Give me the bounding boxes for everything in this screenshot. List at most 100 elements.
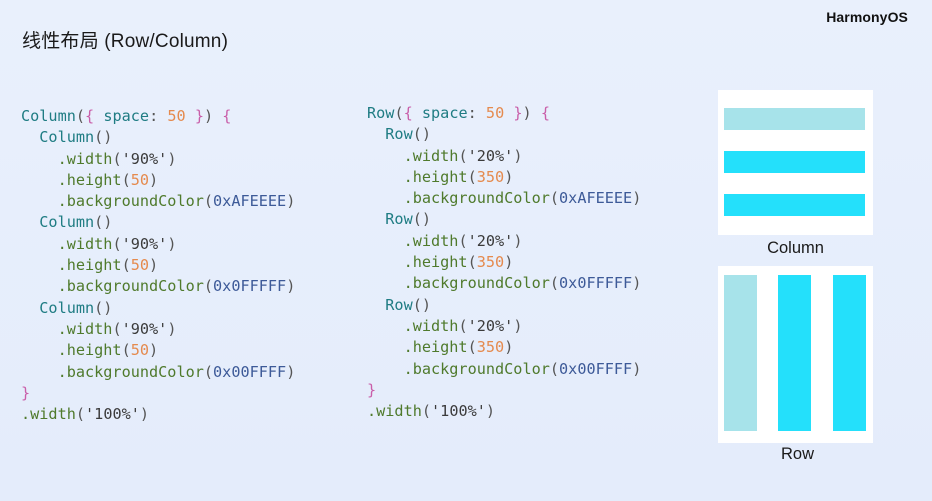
code-line: .backgroundColor(0x0FFFFF) [21, 276, 296, 297]
code-line: .width('20%') [367, 231, 641, 252]
code-token: ) [167, 149, 177, 168]
harmonyos-logo: HarmonyOS [826, 9, 908, 25]
code-token: '90%' [121, 319, 168, 338]
code-token: Row [367, 295, 413, 314]
code-token: () [412, 295, 432, 314]
code-line: .backgroundColor(0x00FFFF) [21, 362, 296, 383]
code-token: 350 [476, 253, 505, 272]
row-child-3 [833, 275, 866, 431]
code-line: .height(350) [367, 167, 641, 188]
code-token: } [21, 383, 31, 402]
code-token: 0xAFEEEE [559, 189, 633, 208]
code-token: space [412, 104, 468, 122]
column-caption: Column [767, 239, 824, 257]
code-line: Column() [21, 212, 295, 233]
code-token: Row [367, 210, 413, 229]
code-token: .width [21, 405, 76, 424]
code-line: Column({ space: 50 }) { [21, 106, 295, 127]
column-preview [718, 90, 873, 235]
row-code-block: Row({ space: 50 }) { Row() .width('20%')… [367, 103, 641, 422]
code-token: } [194, 107, 204, 125]
code-token: ( [203, 362, 214, 381]
code-token: 0x00FFFF [213, 362, 287, 381]
code-token: ) [203, 107, 214, 125]
code-token: ( [112, 319, 122, 338]
code-token: 50 [130, 256, 150, 275]
code-token [186, 107, 195, 125]
code-token: .backgroundColor [367, 189, 550, 208]
code-line: .width('90%') [21, 149, 295, 170]
code-token: .width [367, 146, 459, 165]
code-token: 0x0FFFFF [559, 274, 633, 293]
code-token: ( [421, 402, 432, 421]
code-token: 0x00FFFF [559, 359, 633, 378]
code-token: .height [367, 167, 468, 186]
code-line: .width('90%') [21, 319, 295, 340]
code-line: .backgroundColor(0xAFEEEE) [21, 191, 296, 212]
code-token: '90%' [121, 149, 168, 168]
code-token: ) [632, 274, 642, 293]
code-token: .height [21, 256, 122, 275]
code-token: } [513, 104, 523, 122]
code-line: Row() [367, 295, 641, 316]
code-token: ) [149, 341, 159, 360]
code-token: ( [121, 170, 131, 189]
code-token: () [412, 210, 432, 229]
code-token: ( [121, 256, 131, 275]
code-token: ) [286, 277, 296, 296]
code-token: ) [632, 189, 642, 208]
code-token: : [467, 104, 486, 122]
code-token: .width [367, 402, 422, 421]
code-line: Column() [21, 298, 295, 319]
code-token [532, 104, 541, 122]
code-token: ) [286, 362, 296, 381]
code-token [504, 104, 513, 122]
code-token: () [94, 213, 113, 232]
code-line: .width('90%') [21, 234, 295, 255]
code-token: ( [75, 405, 86, 424]
code-line: .height(350) [367, 252, 641, 273]
code-token: ( [121, 341, 131, 360]
code-token: .backgroundColor [367, 274, 550, 293]
column-child-1 [724, 108, 865, 130]
code-token: ( [203, 192, 214, 211]
row-caption: Row [780, 445, 814, 463]
code-token: .backgroundColor [21, 277, 204, 296]
code-line: .height(50) [21, 170, 295, 191]
code-token: { [540, 104, 550, 122]
code-token: ( [467, 253, 477, 272]
code-token: ) [485, 402, 496, 421]
code-token: .height [21, 341, 122, 360]
code-token: '90%' [121, 234, 168, 253]
row-child-1 [724, 275, 757, 431]
code-token: .width [367, 231, 459, 250]
code-token: '20%' [467, 316, 514, 335]
code-token: ( [458, 146, 468, 165]
code-token: 0xAFEEEE [213, 192, 287, 211]
code-token: ( [75, 107, 86, 125]
code-token: ) [167, 234, 177, 253]
slide-title: 线性布局 (Row/Column) [22, 31, 229, 52]
code-token: 350 [476, 338, 505, 357]
code-token: .height [21, 170, 122, 189]
code-token: space [94, 107, 150, 125]
code-line: Row() [367, 124, 641, 145]
code-line: .backgroundColor(0x00FFFF) [367, 359, 642, 380]
code-line: .height(50) [21, 340, 295, 361]
code-token: .backgroundColor [367, 359, 550, 378]
code-line: Column() [21, 127, 295, 148]
column-child-2 [724, 151, 865, 173]
code-token: Row [367, 125, 413, 144]
code-token: .width [367, 316, 459, 335]
code-token: { [403, 104, 413, 122]
code-token: '100%' [431, 402, 486, 421]
code-token: ( [458, 316, 468, 335]
code-line: .width('20%') [367, 316, 641, 337]
code-token: Column [21, 213, 95, 232]
code-token: { [222, 107, 232, 125]
code-token: 350 [476, 167, 505, 186]
code-line: } [21, 383, 295, 404]
code-line: .width('100%') [367, 401, 641, 422]
code-token: .height [367, 253, 468, 272]
code-token: .width [21, 319, 113, 338]
